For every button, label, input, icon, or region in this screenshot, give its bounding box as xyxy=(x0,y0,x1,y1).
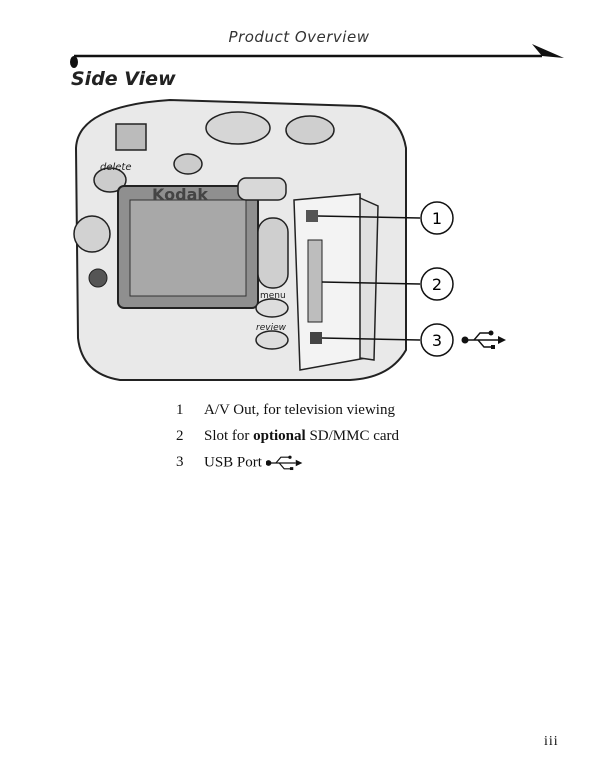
port-door xyxy=(359,196,379,361)
brand-label: Kodak xyxy=(152,185,208,204)
page-header-title: Product Overview xyxy=(228,28,370,46)
review-label: review xyxy=(256,323,287,333)
callout-circle-3 xyxy=(420,323,454,357)
callout-line-3 xyxy=(321,337,421,341)
legend-item: 1 A/V Out, for television viewing xyxy=(176,402,516,428)
legend-text: USB Port xyxy=(204,454,304,472)
camera-side-view-figure: delete Kodak menu review 1 2 3 xyxy=(73,98,506,381)
legend-number: 3 xyxy=(176,454,184,470)
callout-number-3: 3 xyxy=(432,331,442,350)
legend-text-label: USB Port xyxy=(204,454,262,471)
callout-line-1 xyxy=(317,215,421,219)
page-number: iii xyxy=(544,734,559,749)
rule-left-cap xyxy=(70,56,78,68)
rule-arrow-icon xyxy=(532,44,564,58)
sd-card-slot xyxy=(307,239,323,323)
menu-label: menu xyxy=(260,291,286,301)
callout-circle-2 xyxy=(420,267,454,301)
section-title: Side View xyxy=(71,68,176,90)
flash-button xyxy=(173,153,203,175)
callout-number-2: 2 xyxy=(432,275,442,294)
callout-line-2 xyxy=(321,281,421,285)
legend: 1 A/V Out, for television viewing 2 Slot… xyxy=(176,402,516,480)
usb-icon xyxy=(265,455,303,471)
flash-window xyxy=(237,177,287,201)
callout-circle-1 xyxy=(420,201,454,235)
delete-button xyxy=(93,167,127,193)
menu-button xyxy=(255,298,289,318)
header-rule xyxy=(70,44,564,68)
ok-button xyxy=(88,268,108,288)
legend-number: 1 xyxy=(176,402,184,418)
usb-icon xyxy=(461,330,506,349)
usb-port xyxy=(310,332,322,344)
av-out-port xyxy=(306,210,318,222)
legend-text: A/V Out, for television viewing xyxy=(204,402,395,418)
review-button xyxy=(255,330,289,350)
four-way-controller xyxy=(73,215,111,253)
mode-dial xyxy=(205,111,271,145)
legend-text: Slot for optional SD/MMC card xyxy=(204,428,399,445)
viewfinder xyxy=(115,123,147,151)
callout-number-1: 1 xyxy=(432,209,442,228)
legend-item: 2 Slot for optional SD/MMC card xyxy=(176,428,516,454)
legend-number: 2 xyxy=(176,428,184,444)
legend-text-before: Slot for xyxy=(204,428,254,444)
legend-text-bold: optional xyxy=(253,428,306,444)
lcd-inner xyxy=(129,199,247,297)
grip xyxy=(257,217,289,289)
shutter-button xyxy=(285,115,335,145)
legend-text-after: SD/MMC card xyxy=(305,428,400,444)
delete-label: delete xyxy=(100,162,132,173)
legend-item: 3 USB Port xyxy=(176,454,516,480)
